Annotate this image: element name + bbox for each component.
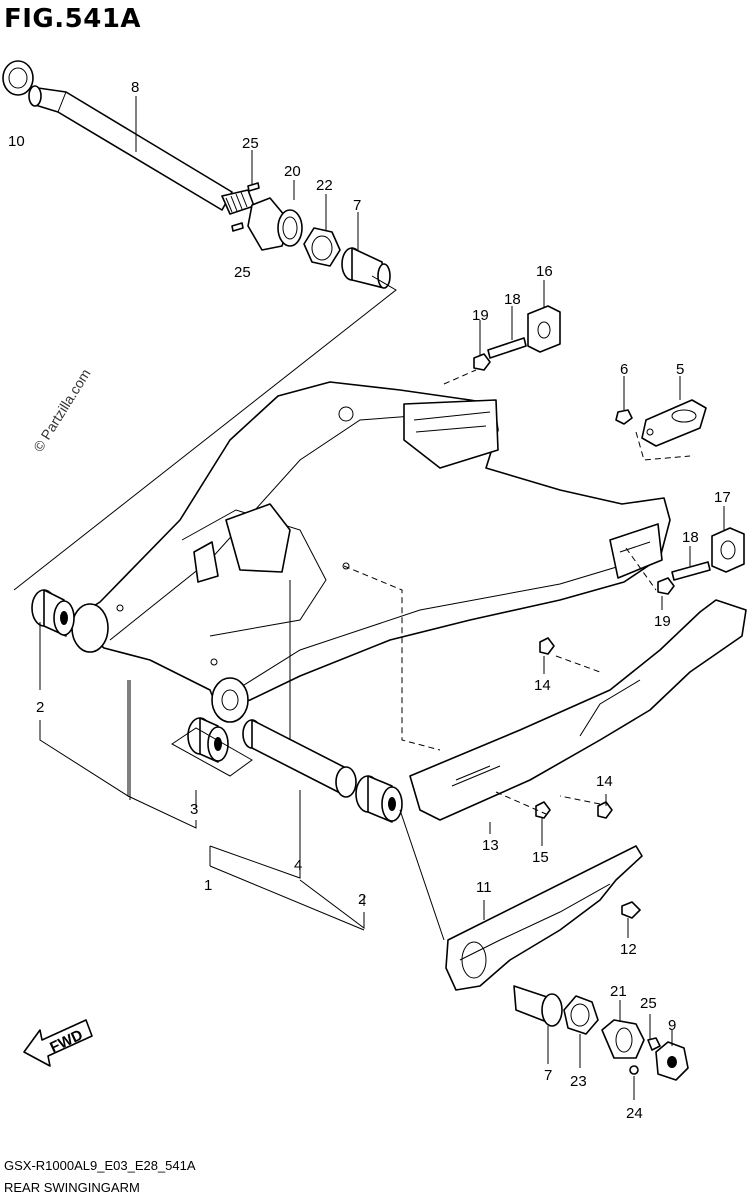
callout-18[interactable]: 18 xyxy=(682,529,699,546)
part-19-nut-right[interactable] xyxy=(657,577,675,595)
callout-labels: 8 10 25 20 22 7 25 16 18 19 6 5 17 18 19… xyxy=(8,79,731,1122)
callout-23[interactable]: 23 xyxy=(570,1073,587,1090)
callout-19[interactable]: 19 xyxy=(472,307,489,324)
callout-1[interactable]: 1 xyxy=(204,877,212,894)
part-8-pivot-shaft[interactable] xyxy=(28,85,255,215)
part-21-holder[interactable] xyxy=(601,1019,645,1059)
part-23-lock-nut[interactable] xyxy=(563,995,599,1035)
part-14-bolt-upper[interactable] xyxy=(539,637,555,655)
part-3-bearing[interactable] xyxy=(187,717,229,763)
part-2-bearing-right[interactable] xyxy=(355,775,403,823)
part-19-nut-top[interactable] xyxy=(473,353,491,371)
part-7-collar-bottom[interactable] xyxy=(513,985,563,1027)
callout-16[interactable]: 16 xyxy=(536,263,553,280)
callout-20[interactable]: 20 xyxy=(284,163,301,180)
part-14-bolt-lower[interactable] xyxy=(597,801,613,819)
part-2-bearing-left[interactable] xyxy=(31,589,75,637)
part-13-chain-cover[interactable] xyxy=(409,599,747,821)
callout-7[interactable]: 7 xyxy=(544,1067,552,1084)
callout-14[interactable]: 14 xyxy=(596,773,613,790)
callout-25[interactable]: 25 xyxy=(242,135,259,152)
callout-4[interactable]: 4 xyxy=(294,857,302,874)
part-24-pin[interactable] xyxy=(629,1065,639,1075)
callout-19[interactable]: 19 xyxy=(654,613,671,630)
callout-24[interactable]: 24 xyxy=(626,1105,643,1122)
callout-2[interactable]: 2 xyxy=(358,891,366,908)
callout-13[interactable]: 13 xyxy=(482,837,499,854)
part-6-bolt[interactable] xyxy=(615,409,633,425)
part-18-bolt-top[interactable] xyxy=(487,337,527,359)
fwd-arrow-icon: FWD xyxy=(23,1019,93,1067)
part-4-spacer[interactable] xyxy=(242,719,357,798)
swingarm-body[interactable] xyxy=(71,381,671,723)
part-18-bolt-right[interactable] xyxy=(671,561,711,581)
callout-7[interactable]: 7 xyxy=(353,197,361,214)
part-25-screw-bottom[interactable] xyxy=(647,1037,661,1051)
part-16-adjuster[interactable] xyxy=(527,305,561,353)
part-9-nut[interactable] xyxy=(655,1041,689,1081)
callout-8[interactable]: 8 xyxy=(131,79,139,96)
callout-22[interactable]: 22 xyxy=(316,177,333,194)
part-22-lock-nut[interactable] xyxy=(303,227,341,267)
callout-14[interactable]: 14 xyxy=(534,677,551,694)
part-11-chain-guard[interactable] xyxy=(445,845,643,991)
callout-5[interactable]: 5 xyxy=(676,361,684,378)
callout-11[interactable]: 11 xyxy=(476,879,492,896)
callout-2[interactable]: 2 xyxy=(36,699,44,716)
callout-10[interactable]: 10 xyxy=(8,133,25,150)
callout-9[interactable]: 9 xyxy=(668,1017,676,1034)
part-15-bolt[interactable] xyxy=(535,801,551,819)
part-25-screw-lower[interactable] xyxy=(231,222,244,232)
callout-21[interactable]: 21 xyxy=(610,983,627,1000)
leader-lines xyxy=(13,96,725,1100)
footer-code: GSX-R1000AL9_E03_E28_541A xyxy=(4,1158,196,1173)
part-10-seal[interactable] xyxy=(2,60,34,96)
part-12-bolt[interactable] xyxy=(621,901,641,919)
part-5-plate[interactable] xyxy=(641,399,707,447)
callout-17[interactable]: 17 xyxy=(714,489,731,506)
part-25-screw-top[interactable] xyxy=(247,182,260,192)
part-20-holder[interactable] xyxy=(247,197,303,251)
callout-25[interactable]: 25 xyxy=(640,995,657,1012)
part-17-adjuster[interactable] xyxy=(711,527,745,573)
callout-25[interactable]: 25 xyxy=(234,264,251,281)
callout-15[interactable]: 15 xyxy=(532,849,549,866)
callout-3[interactable]: 3 xyxy=(190,801,198,818)
callout-6[interactable]: 6 xyxy=(620,361,628,378)
callout-18[interactable]: 18 xyxy=(504,291,521,308)
footer-name: REAR SWINGINGARM xyxy=(4,1180,140,1195)
figure-title: FIG.541A xyxy=(4,4,142,34)
callout-12[interactable]: 12 xyxy=(620,941,637,958)
